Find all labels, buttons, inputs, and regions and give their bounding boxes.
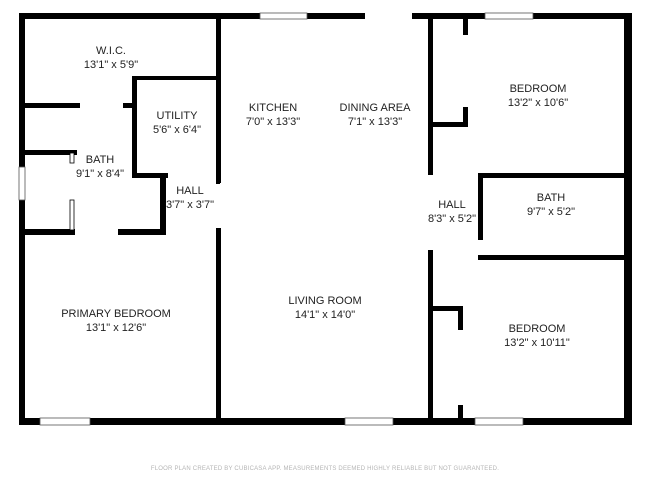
room-dims: 9'1" x 8'4" (75, 168, 125, 180)
wall (160, 173, 166, 233)
window (259, 12, 308, 20)
fixtures (69, 152, 75, 231)
room-name: HALL (176, 185, 204, 197)
room-label-bath: BATH 9'1" x 8'4" (76, 153, 124, 181)
room-dims: 7'1" x 13'3" (347, 116, 403, 128)
wall (478, 173, 483, 240)
wall (463, 19, 468, 35)
room-label-primary-bedroom: PRIMARY BEDROOM 13'1" x 12'6" (61, 307, 171, 335)
room-dims: 13'2" x 10'6" (507, 97, 569, 109)
wall (428, 250, 433, 418)
room-dims: 3'7" x 3'7" (165, 199, 215, 211)
wall (216, 19, 221, 183)
room-label-living-room: LIVING ROOM 14'1" x 14'0" (288, 294, 361, 322)
footer-disclaimer: FLOOR PLAN CREATED BY CUBICASA APP. MEAS… (150, 466, 500, 472)
window (18, 166, 26, 201)
room-name: BEDROOM (508, 323, 566, 335)
room-dims: 13'1" x 12'6" (85, 322, 147, 334)
window (344, 417, 394, 426)
wall (216, 176, 220, 184)
room-name: KITCHEN (248, 102, 298, 114)
fixture-outline (69, 199, 75, 231)
room-label-kitchen: KITCHEN 7'0" x 13'3" (246, 101, 300, 129)
room-label-bedroom-1: BEDROOM 13'2" x 10'6" (508, 82, 568, 110)
room-dims: 7'0" x 13'3" (245, 116, 301, 128)
wall-right (624, 13, 632, 425)
room-label-hall: HALL 3'7" x 3'7" (166, 184, 214, 212)
wall (458, 405, 463, 418)
wall (25, 229, 75, 235)
wall (478, 173, 632, 178)
room-name: BATH (536, 192, 566, 204)
wall (118, 229, 166, 235)
walls (19, 13, 632, 425)
room-dims: 9'7" x 5'2" (526, 206, 576, 218)
room-dims: 5'6" x 6'4" (152, 124, 202, 136)
room-name: DINING AREA (339, 102, 411, 114)
room-label-bath-2: BATH 9'7" x 5'2" (527, 191, 575, 219)
room-dims: 14'1" x 14'0" (294, 309, 356, 321)
wall (463, 107, 468, 127)
wall (132, 173, 168, 178)
wall-left (19, 13, 25, 425)
wall (458, 306, 463, 330)
window (484, 12, 534, 20)
room-label-dining-area: DINING AREA 7'1" x 13'3" (340, 101, 411, 129)
wall (433, 122, 468, 127)
window (474, 417, 524, 426)
room-dims: 13'1" x 5'9" (83, 59, 139, 71)
wall (123, 103, 133, 108)
room-label-bedroom-2: BEDROOM 13'2" x 10'11" (504, 322, 570, 350)
room-dims: 8'3" x 5'2" (427, 213, 477, 225)
room-name: LIVING ROOM (288, 295, 362, 307)
windows (18, 12, 534, 426)
room-name: PRIMARY BEDROOM (61, 308, 171, 320)
wall-bottom (19, 418, 632, 425)
wall (132, 76, 221, 80)
room-label-wic: W.I.C. 13'1" x 5'9" (84, 44, 138, 72)
window (39, 417, 91, 426)
room-label-hall-2: HALL 8'3" x 5'2" (428, 198, 476, 226)
wall (433, 306, 463, 311)
room-dims: 13'2" x 10'11" (504, 337, 570, 349)
wall (216, 228, 221, 418)
room-name: W.I.C. (96, 45, 126, 57)
wall-top (19, 13, 365, 19)
fixture-outline (69, 152, 75, 164)
room-label-utility: UTILITY 5'6" x 6'4" (153, 109, 201, 137)
wall (25, 103, 80, 108)
room-name: BATH (85, 154, 115, 166)
wall (25, 150, 77, 155)
wall (428, 13, 433, 175)
room-name: UTILITY (156, 110, 198, 122)
room-name: HALL (438, 199, 466, 211)
wall (478, 255, 632, 260)
room-name: BEDROOM (509, 83, 567, 95)
wall (132, 76, 137, 178)
